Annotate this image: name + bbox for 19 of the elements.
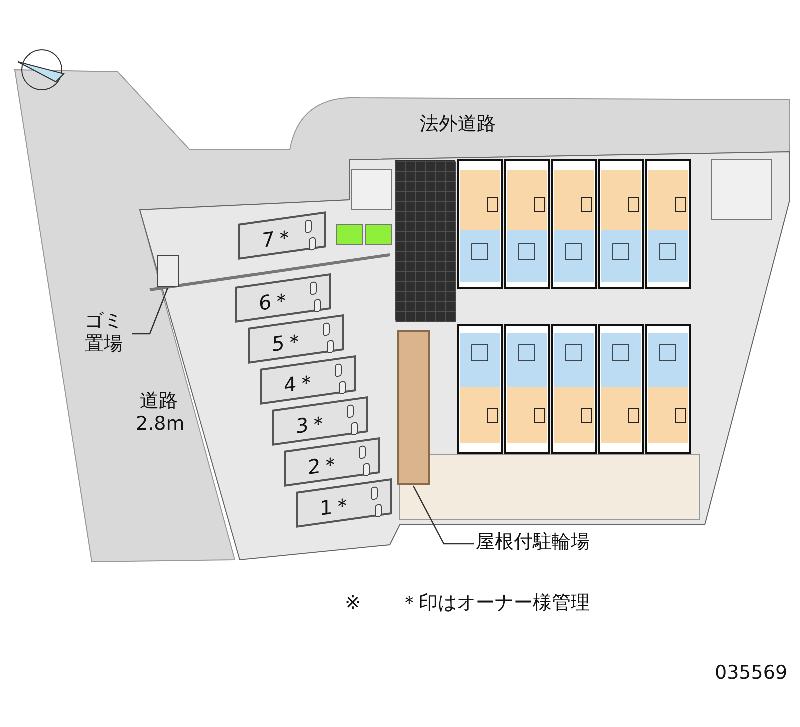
road-width-label: 2.8m <box>136 413 185 436</box>
leader-line <box>132 288 169 335</box>
space-number: 2＊ <box>308 451 341 480</box>
road-label: 道路 <box>140 390 178 413</box>
space-number: 3＊ <box>296 410 329 439</box>
note-text: ＊印はオーナー様管理 <box>400 592 590 615</box>
space-number: 1＊ <box>320 492 353 521</box>
place-label: ゴミ置場 <box>84 310 124 356</box>
id-number: 035569 <box>715 662 788 685</box>
garbage-area <box>157 255 179 287</box>
leader-line <box>412 486 474 545</box>
space-number: 7＊ <box>262 224 295 253</box>
note-mark: ※ <box>345 592 361 615</box>
space-number: 5＊ <box>272 328 305 357</box>
space-number: 4＊ <box>284 369 317 398</box>
road-label: 法外道路 <box>420 113 496 136</box>
place-label: 屋根付駐輪場 <box>476 531 590 554</box>
space-number: 6＊ <box>259 287 292 316</box>
bicycle-parking-area <box>397 330 430 485</box>
